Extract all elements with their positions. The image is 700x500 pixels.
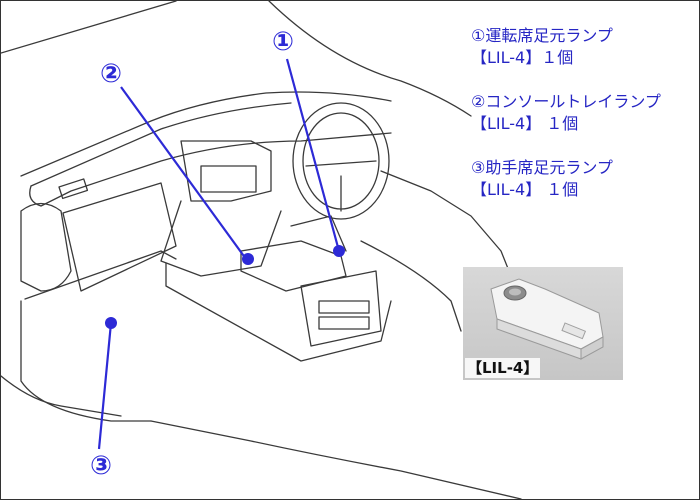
floor-line-front: [150, 420, 522, 499]
dashboard-line: [29, 132, 392, 207]
legend-item-2: ②コンソールトレイランプ 【LIL-4】 １個: [471, 91, 696, 135]
door-trim-left: [20, 202, 72, 292]
legend-item-3: ③助手席足元ランプ 【LIL-4】 １個: [471, 157, 696, 201]
center-console-upper: [160, 200, 282, 277]
legend: ①運転席足元ランプ 【LIL-4】１個 ②コンソールトレイランプ 【LIL-4】…: [471, 25, 696, 223]
dash-top-edge: [30, 102, 292, 187]
product-photo: 【LIL-4】: [463, 267, 623, 380]
rear-vents-lower: [318, 316, 370, 330]
windshield-base: [20, 91, 392, 177]
product-photo-label: 【LIL-4】: [465, 358, 541, 378]
legend-item-model: 【LIL-4】 １個: [471, 114, 579, 133]
lamp-product-image: [490, 278, 604, 360]
display-screen: [200, 165, 257, 193]
driver-footwell: [360, 240, 462, 332]
roof-line-right: [268, 1, 472, 117]
lamp-body-end: [580, 336, 604, 360]
driver-seat-gap: [290, 215, 347, 252]
glovebox: [62, 182, 177, 292]
center-console-side: [165, 262, 392, 362]
floor-line: [1, 375, 122, 417]
callout-number-3: ③: [90, 451, 113, 481]
callout-number-2: ②: [100, 59, 123, 89]
legend-item-model: 【LIL-4】１個: [471, 48, 574, 67]
lamp-connector: [561, 322, 587, 340]
steering-spokes: [305, 160, 377, 212]
rear-vents: [318, 300, 370, 314]
leader-line-3: [97, 322, 113, 450]
lamp-lens-highlight: [509, 288, 521, 296]
legend-item-1: ①運転席足元ランプ 【LIL-4】１個: [471, 25, 696, 69]
legend-item-name: ③助手席足元ランプ: [471, 158, 613, 177]
lamp-dot-console-tray: [242, 253, 254, 265]
leader-line-2: [120, 86, 247, 260]
legend-item-name: ②コンソールトレイランプ: [471, 92, 661, 111]
lamp-dot-passenger-footwell: [105, 317, 117, 329]
callout-number-1: ①: [272, 27, 295, 57]
vent-left: [58, 178, 89, 200]
rear-console: [300, 270, 382, 347]
steering-wheel-outer: [292, 102, 390, 220]
leader-line-1: [285, 58, 341, 252]
lamp-dot-driver-footwell: [333, 245, 345, 257]
passenger-footwell: [20, 300, 152, 422]
console-armrest: [240, 240, 347, 292]
roof-line-left: [1, 1, 177, 54]
legend-item-model: 【LIL-4】 １個: [471, 180, 579, 199]
dash-lower-edge: [24, 250, 177, 300]
legend-item-name: ①運転席足元ランプ: [471, 26, 613, 45]
center-stack: [180, 140, 272, 202]
